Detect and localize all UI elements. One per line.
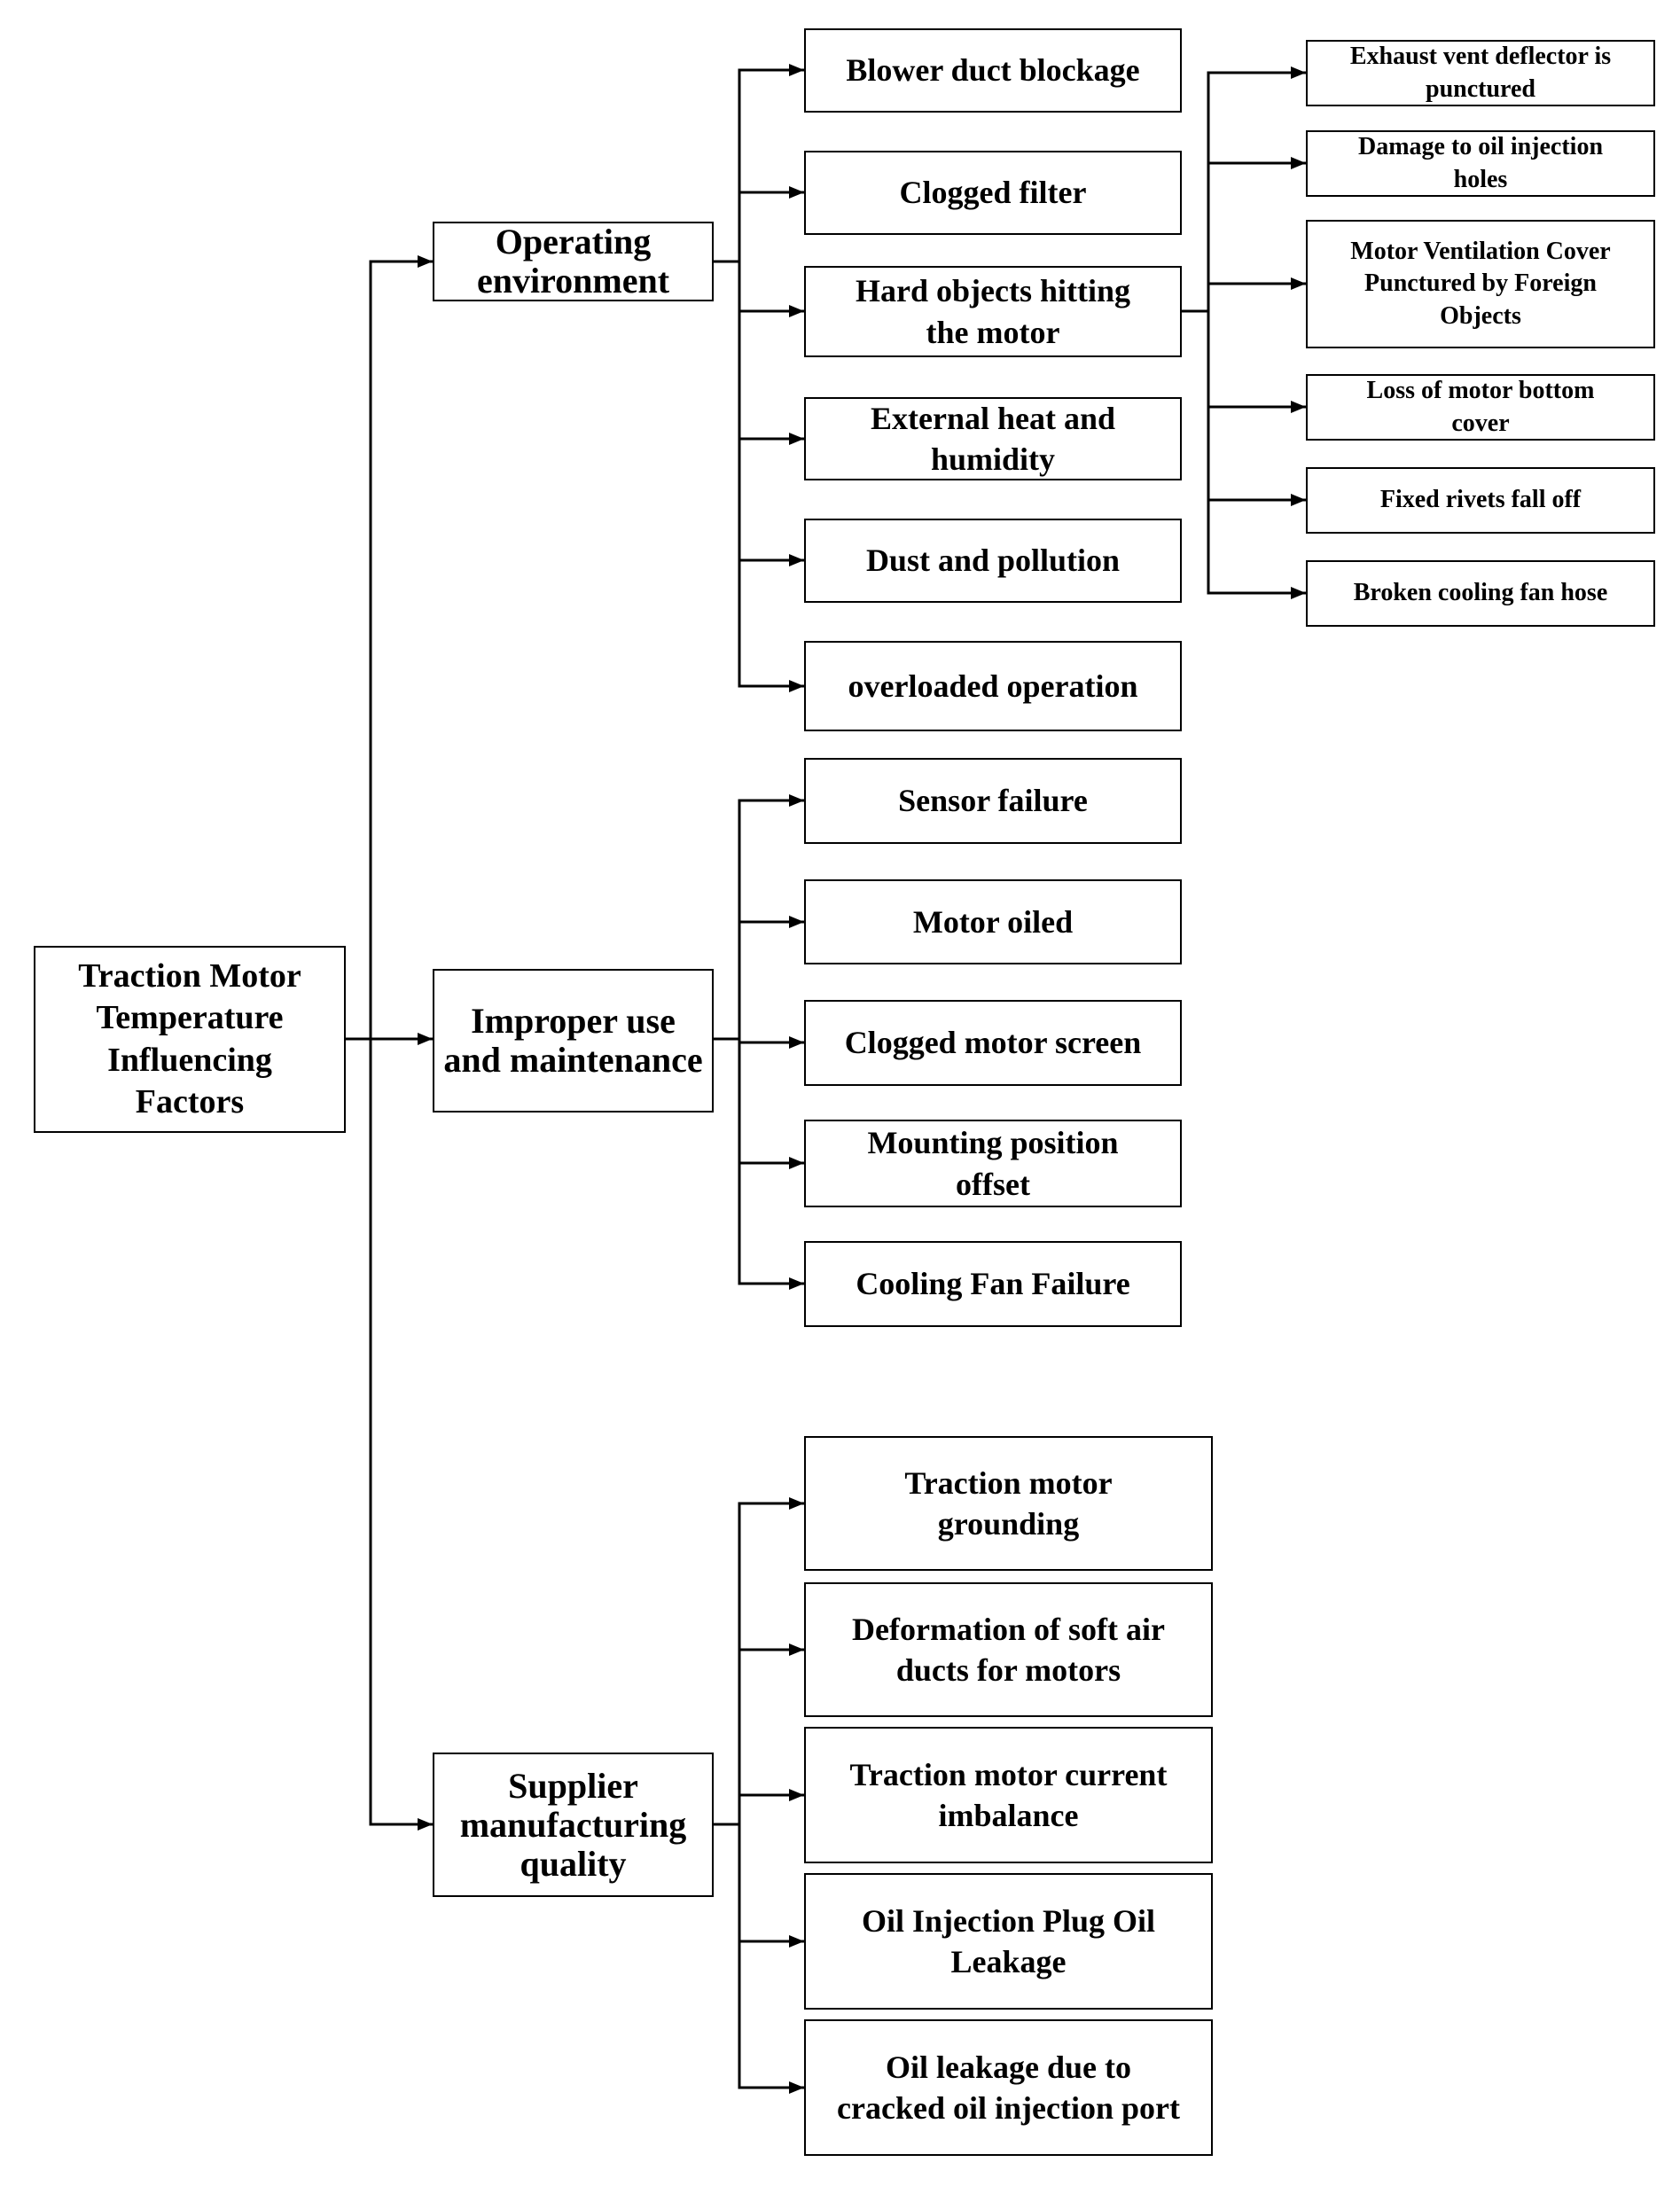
node-root: Traction Motor Temperature Influencing F… [34, 946, 346, 1133]
node-broken-cooling-fan-hose: Broken cooling fan hose [1306, 560, 1655, 627]
node-ventilation-cover-punctured: Motor Ventilation Cover Punctured by For… [1306, 220, 1655, 348]
node-motor-oiled: Motor oiled [804, 879, 1182, 964]
node-hard-objects-hitting-motor: Hard objects hitting the motor [804, 266, 1182, 357]
node-overloaded-operation: overloaded operation [804, 641, 1182, 731]
node-fixed-rivets-fall-off: Fixed rivets fall off [1306, 467, 1655, 534]
node-branch-improper-use: Improper use and maintenance [433, 969, 714, 1113]
node-branch-operating-environment: Operating environment [433, 222, 714, 301]
node-clogged-motor-screen: Clogged motor screen [804, 1000, 1182, 1086]
node-mounting-position-offset: Mounting position offset [804, 1120, 1182, 1207]
node-current-imbalance: Traction motor current imbalance [804, 1727, 1213, 1863]
node-oil-injection-holes-damage: Damage to oil injection holes [1306, 130, 1655, 197]
node-exhaust-vent-deflector-punctured: Exhaust vent deflector is punctured [1306, 40, 1655, 106]
node-blower-duct-blockage: Blower duct blockage [804, 28, 1182, 113]
node-cooling-fan-failure: Cooling Fan Failure [804, 1241, 1182, 1327]
node-traction-motor-grounding: Traction motor grounding [804, 1436, 1213, 1571]
node-cracked-oil-port-leakage: Oil leakage due to cracked oil injection… [804, 2019, 1213, 2156]
node-sensor-failure: Sensor failure [804, 758, 1182, 844]
node-oil-injection-plug-leakage: Oil Injection Plug Oil Leakage [804, 1873, 1213, 2010]
node-branch-supplier-quality: Supplier manufacturing quality [433, 1753, 714, 1897]
node-soft-air-duct-deformation: Deformation of soft air ducts for motors [804, 1582, 1213, 1717]
node-motor-bottom-cover-loss: Loss of motor bottom cover [1306, 374, 1655, 441]
node-clogged-filter: Clogged filter [804, 151, 1182, 235]
node-external-heat-humidity: External heat and humidity [804, 397, 1182, 480]
node-dust-pollution: Dust and pollution [804, 519, 1182, 603]
